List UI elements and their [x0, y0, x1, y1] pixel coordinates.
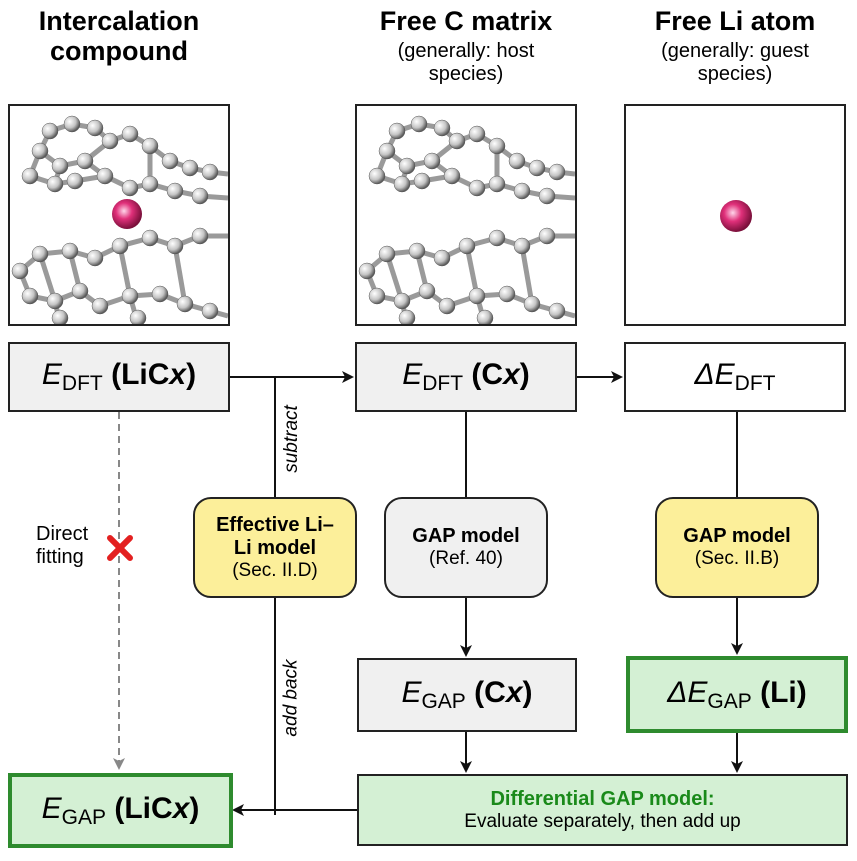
intercalation-structure-render — [11, 115, 228, 324]
energy-argument: Li — [770, 675, 797, 709]
energy-symbol: ΔE — [667, 675, 708, 709]
energy-subscript: DFT — [61, 372, 103, 395]
energy-subscript: DFT — [734, 372, 776, 395]
energy-argument: LiCx — [121, 358, 187, 391]
c-matrix-structure-image — [355, 104, 577, 326]
red-cross-icon — [107, 535, 133, 561]
model-reference: (Sec. II.B) — [694, 548, 780, 569]
energy-argument: Cx — [484, 676, 523, 709]
intercalation-structure-image — [8, 104, 230, 326]
li-atom — [112, 199, 142, 229]
direct-fitting-label: Direct fitting — [36, 523, 89, 568]
header-title: Free Li atom — [654, 6, 816, 36]
model-title: GAP model — [683, 525, 791, 547]
model-reference: (Ref. 40) — [429, 548, 503, 569]
energy-subscript: GAP — [61, 805, 106, 829]
header-subtitle: (generally: guest species) — [661, 40, 809, 85]
energy-subscript: GAP — [421, 690, 466, 713]
energy-argument: LiCx — [124, 791, 190, 825]
differential-title: Differential GAP model: — [490, 787, 715, 810]
c-matrix-structure-render — [358, 115, 575, 324]
energy-subscript: DFT — [422, 372, 464, 395]
add-back-label: add back — [280, 659, 302, 737]
header-title: Intercalation compound — [38, 6, 200, 66]
energy-symbol: E — [402, 358, 423, 391]
differential-gap-model: Differential GAP model: Evaluate separat… — [357, 774, 848, 846]
model-title: GAP model — [412, 525, 520, 547]
subtract-label: subtract — [280, 405, 302, 473]
energy-symbol: E — [41, 358, 62, 391]
li-atom-render — [720, 200, 752, 232]
gap-model-ref-40: GAP model (Ref. 40) — [384, 497, 548, 598]
box-egap-lic: EGAP (LiCx) — [8, 773, 233, 848]
box-delta-egap-li: ΔEGAP (Li) — [626, 656, 848, 733]
box-edft-c: EDFT (Cx) — [355, 342, 577, 412]
li-atom-structure-image — [624, 104, 846, 326]
box-delta-edft: ΔEDFT — [624, 342, 846, 412]
header-title: Free C matrix — [379, 6, 553, 36]
header-subtitle: (generally: host species) — [397, 40, 535, 85]
gap-model-sec-iib: GAP model (Sec. II.B) — [655, 497, 819, 598]
energy-symbol: ΔE — [694, 358, 735, 391]
energy-subscript: GAP — [707, 689, 752, 713]
energy-argument: Cx — [481, 358, 520, 391]
box-edft-lic: EDFT (LiCx) — [8, 342, 230, 412]
header-free-li-atom: Free Li atom (generally: guest species) — [624, 6, 846, 86]
li-atom — [720, 200, 752, 232]
box-egap-c: EGAP (Cx) — [357, 658, 577, 732]
energy-symbol: E — [401, 676, 422, 709]
effective-li-li-model: Effective Li–Li model (Sec. II.D) — [193, 497, 357, 598]
differential-description: Evaluate separately, then add up — [464, 810, 741, 832]
energy-symbol: E — [41, 791, 62, 825]
header-free-c-matrix: Free C matrix (generally: host species) — [355, 6, 577, 86]
model-reference: (Sec. II.D) — [232, 559, 318, 581]
model-title: Effective Li–Li model — [216, 513, 334, 559]
header-intercalation: Intercalation compound — [8, 6, 230, 66]
